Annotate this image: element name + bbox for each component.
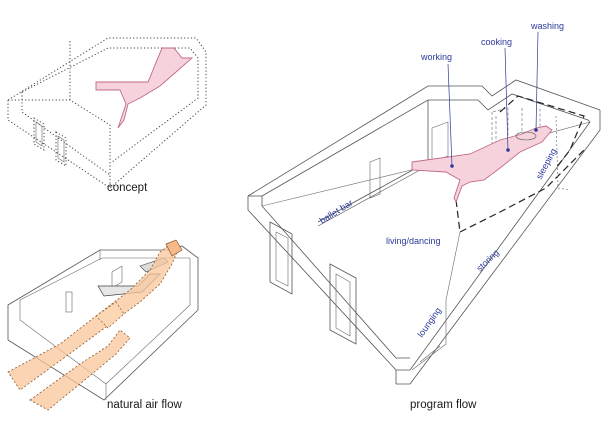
back-door <box>431 121 449 163</box>
leader-washing-dot <box>534 128 538 132</box>
sleeping-side <box>555 115 571 191</box>
airflow-window-back <box>65 291 73 313</box>
caption-concept: concept <box>107 182 148 194</box>
window-left-1 <box>269 221 293 295</box>
caption-natural-air-flow: natural air flow <box>107 399 182 411</box>
concept-window-1 <box>33 117 45 151</box>
room-left-front-edge <box>247 196 397 384</box>
program-pink-counter <box>411 125 553 204</box>
leader-washing <box>535 31 539 131</box>
airflow-arrow-join <box>95 301 125 329</box>
cooking-upper-cabinet <box>491 107 509 151</box>
ballet-bar-line <box>317 165 421 223</box>
concept-window-1-inner <box>35 121 43 147</box>
window-left-1-inner <box>275 231 289 287</box>
room-top-edge <box>247 79 601 197</box>
label-living-dancing: living/dancing <box>386 236 441 246</box>
label-working: working <box>420 52 452 62</box>
concept-room-floor-edge <box>8 99 111 188</box>
concept-diagram: concept <box>7 37 207 194</box>
label-cooking: cooking <box>481 37 512 47</box>
ballet-bar-line-2 <box>317 169 421 227</box>
room-inner-left <box>261 196 410 359</box>
airflow-room-inner <box>19 257 191 385</box>
window-left-2-inner <box>335 273 351 337</box>
storing-edge <box>455 199 461 233</box>
storing-line <box>459 149 585 233</box>
window-left-2 <box>329 263 357 345</box>
caption-program-flow: program flow <box>410 399 477 411</box>
middle-wall-door <box>369 157 381 199</box>
label-sleeping: sleeping <box>534 147 559 181</box>
label-storing: storing <box>474 247 500 273</box>
leader-working-dot <box>450 164 454 168</box>
leader-cooking-dot <box>506 148 510 152</box>
program-flow-diagram: working cooking washing sleeping ballet … <box>247 21 601 411</box>
airflow-door <box>111 265 123 289</box>
concept-room-inner-2 <box>21 92 111 176</box>
concept-window-2 <box>55 131 67 167</box>
label-lounging: lounging <box>415 306 443 340</box>
air-flow-diagram: natural air flow <box>7 239 199 411</box>
room-right-edge <box>396 110 601 385</box>
washing-sink <box>515 131 537 141</box>
concept-window-2-inner <box>57 135 65 163</box>
leader-cooking <box>504 47 509 151</box>
leader-working <box>447 63 453 167</box>
airflow-arrow-head <box>165 239 183 257</box>
room-floor-right <box>396 121 591 371</box>
lounging-bench <box>411 231 461 371</box>
airflow-arrow-lower <box>29 329 131 411</box>
label-washing: washing <box>530 21 564 31</box>
label-ballet-bar: ballet bar <box>318 198 355 226</box>
concept-room-inner <box>21 47 199 163</box>
sleeping-volume-top <box>499 95 585 169</box>
concept-room-outline <box>7 37 207 189</box>
lounging-bench-2 <box>419 345 441 363</box>
concept-pink-ribbon <box>95 47 194 129</box>
